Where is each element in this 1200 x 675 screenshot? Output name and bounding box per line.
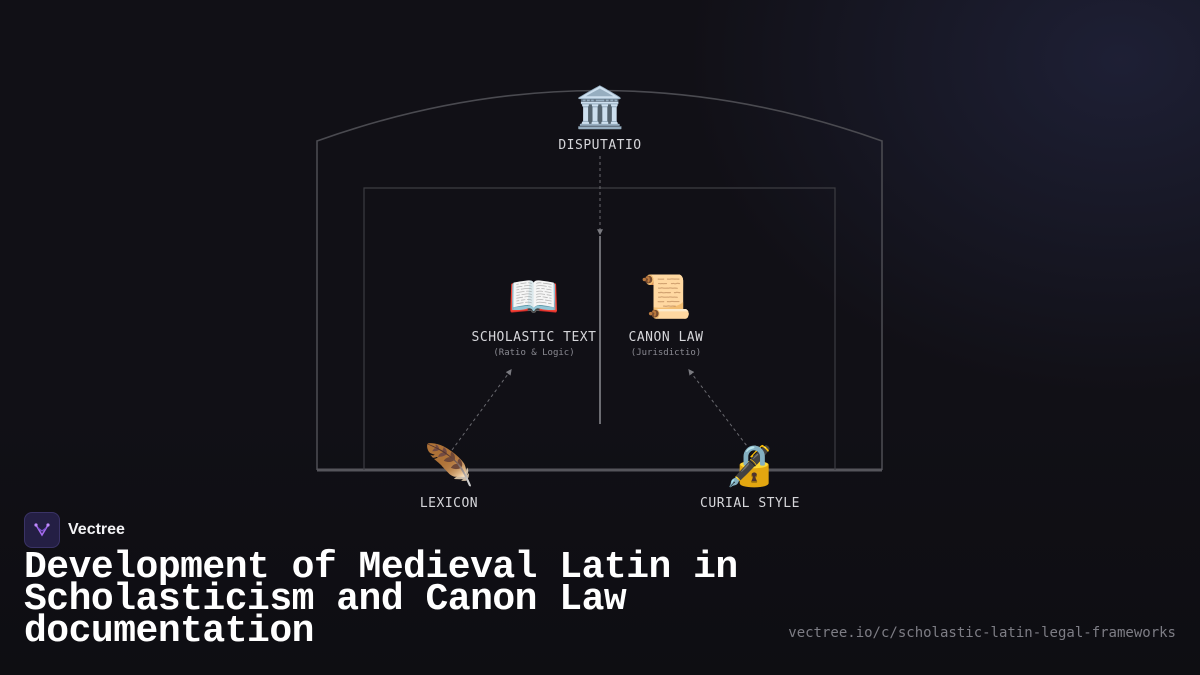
brand-name: Vectree [68,521,125,538]
node-canon-law: 📜 CANON LAW (Jurisdictio) [628,272,704,359]
connector-curial [688,369,751,451]
book-icon: 📖 [507,272,561,321]
outer-arch-frame [316,89,883,470]
node-sub-scholastic-text: (Ratio & Logic) [493,348,575,358]
node-lexicon: 🪶 LEXICON [420,446,478,511]
lock-with-pen-icon: 🔏 [725,443,775,489]
connector-lexicon [451,369,512,451]
node-label-lexicon: LEXICON [419,496,479,511]
feather-icon: 🪶 [424,443,474,489]
node-label-canon-law: CANON LAW [628,330,704,345]
node-label-curial-style: CURIAL STYLE [700,496,800,511]
node-label-scholastic-text: SCHOLASTIC TEXT [471,330,597,345]
node-scholastic-text: 📖 SCHOLASTIC TEXT (Ratio & Logic) [471,272,597,359]
building-icon: 🏛️ [575,85,625,131]
source-url[interactable]: vectree.io/c/scholastic-latin-legal-fram… [788,625,1176,641]
brand[interactable]: Vectree [24,512,125,548]
scroll-icon: 📜 [639,272,693,321]
node-sub-canon-law: (Jurisdictio) [630,348,702,358]
node-disputatio: 🏛️ DISPUTATIO [558,88,641,153]
node-curial-style: 🔏 CURIAL STYLE [700,446,800,511]
node-label-disputatio: DISPUTATIO [558,138,642,153]
page-title: Development of Medieval Latin in Scholas… [24,546,738,653]
vectree-logo-icon [24,512,60,548]
